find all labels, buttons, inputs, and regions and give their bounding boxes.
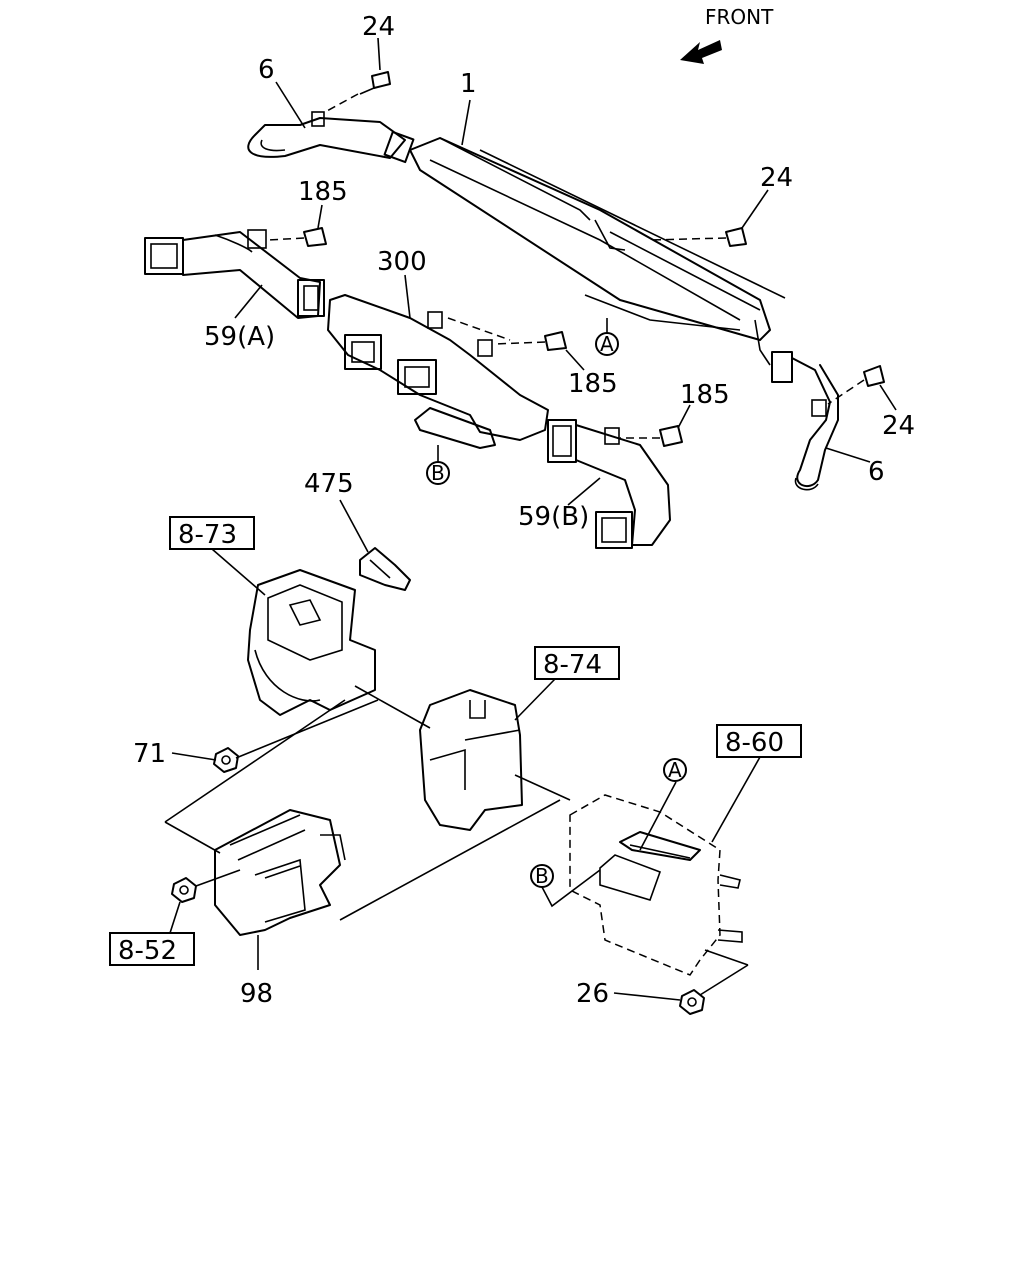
leader-24-top — [377, 37, 381, 71]
leader-59b — [567, 477, 601, 506]
ref-box-8-74[interactable]: 8-74 — [534, 646, 620, 680]
callout-6-top: 6 — [258, 55, 275, 85]
blower-unit — [247, 569, 376, 716]
main-defroster-duct — [409, 137, 771, 366]
callout-475: 475 — [304, 469, 354, 499]
screw-icon-185-mid — [544, 331, 567, 351]
callout-1: 1 — [460, 69, 477, 99]
marker-b-upper: B — [426, 461, 450, 485]
callout-185-left: 185 — [298, 177, 348, 207]
front-arrow-icon — [680, 40, 722, 64]
callout-185-right: 185 — [680, 380, 730, 410]
clip-475 — [359, 547, 411, 591]
leader-1 — [461, 99, 471, 146]
svg-text:A: A — [668, 758, 682, 782]
side-vent-duct-right — [771, 351, 839, 491]
callout-24-top: 24 — [362, 12, 395, 42]
callout-24-right: 24 — [760, 163, 793, 193]
leader-185-mid — [565, 349, 585, 371]
callout-59b: 59(B) — [518, 502, 589, 532]
ref-box-8-52[interactable]: 8-52 — [109, 932, 195, 966]
nut-icon-26 — [679, 989, 705, 1015]
duct-59b — [547, 419, 671, 549]
callout-6-lower: 6 — [868, 457, 885, 487]
screw-icon-24-right — [725, 227, 747, 247]
leader-185-right — [677, 404, 691, 429]
screw-icon-24-lower — [863, 365, 885, 387]
leader-475 — [339, 499, 369, 553]
leader-1-span — [479, 149, 786, 299]
leader-24-lower — [879, 384, 897, 411]
leader-24-right — [741, 189, 769, 229]
side-vent-duct-left — [247, 111, 415, 164]
callout-24-lower: 24 — [882, 411, 915, 441]
callout-59a: 59(A) — [204, 322, 275, 352]
screw-icon-185-right — [659, 425, 683, 447]
callout-26: 26 — [576, 979, 609, 1009]
leader-26 — [613, 992, 681, 1001]
callout-300: 300 — [377, 247, 427, 277]
duct-59a — [144, 229, 325, 319]
center-vent-duct-300 — [327, 294, 549, 449]
ref-box-8-60[interactable]: 8-60 — [716, 724, 802, 758]
screw-icon-24-top — [359, 71, 391, 95]
leader-185-left — [317, 204, 323, 229]
heater-unit — [569, 794, 743, 976]
callout-71: 71 — [133, 739, 166, 769]
svg-text:8-73: 8-73 — [178, 520, 237, 550]
svg-text:B: B — [431, 461, 445, 485]
leader-71 — [171, 752, 217, 761]
svg-text:8-60: 8-60 — [725, 728, 784, 758]
leader-6-lower — [825, 447, 871, 463]
case-unit-98 — [214, 809, 346, 936]
screw-icon-185-left — [303, 227, 327, 247]
svg-text:B: B — [535, 864, 549, 888]
front-label: FRONT — [705, 5, 774, 29]
callout-185-mid: 185 — [568, 369, 618, 399]
leader-59a — [234, 284, 263, 319]
marker-a-upper: A — [595, 332, 619, 356]
svg-text:8-52: 8-52 — [118, 936, 177, 966]
nut-icon-852 — [171, 877, 197, 903]
nut-icon-71 — [213, 747, 239, 773]
svg-text:8-74: 8-74 — [543, 650, 602, 680]
callout-98: 98 — [240, 979, 273, 1009]
svg-text:A: A — [600, 332, 614, 356]
marker-a-lower: A — [663, 758, 687, 782]
marker-b-lower: B — [530, 864, 554, 888]
leader-6-top — [275, 81, 306, 129]
leader-300 — [404, 274, 411, 319]
evaporator-unit — [419, 689, 523, 831]
ref-box-8-73[interactable]: 8-73 — [169, 516, 255, 550]
